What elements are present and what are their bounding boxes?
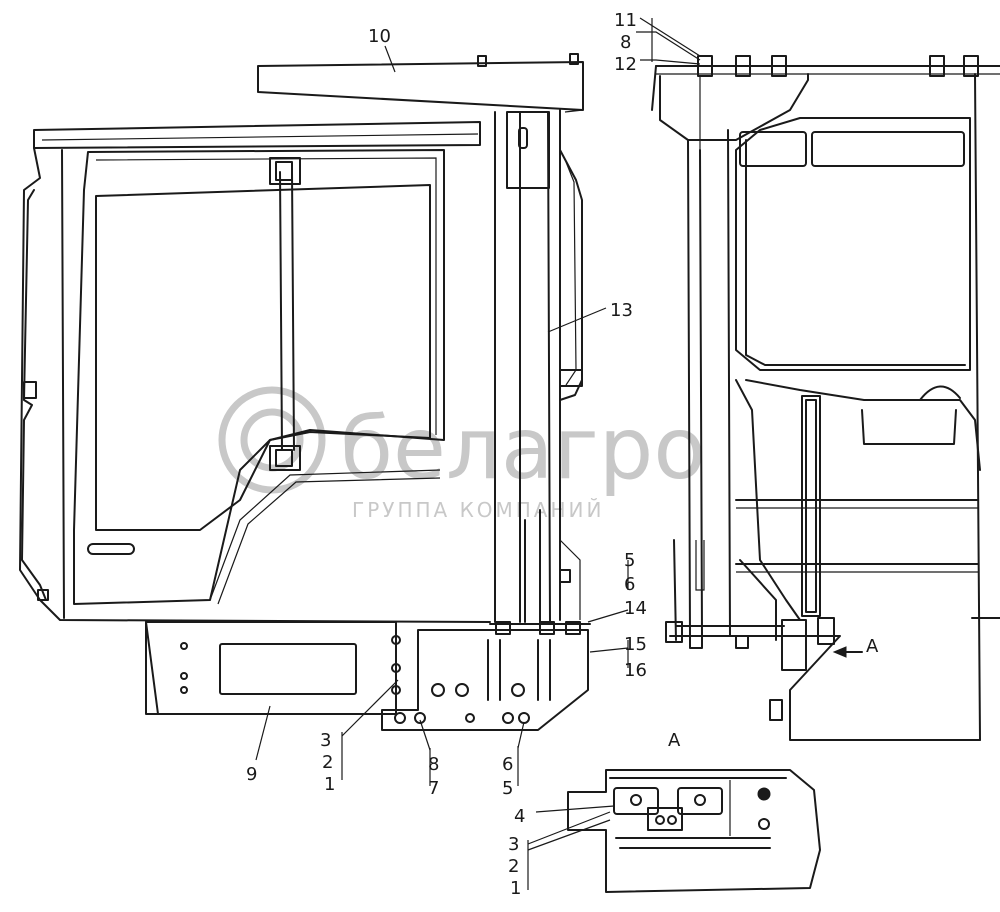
rear-dome (919, 385, 961, 401)
lower-hinge (269, 445, 301, 471)
view-a-bracket-left (613, 787, 659, 815)
callout-13: 13 (610, 300, 633, 321)
view-a-bolt-head (757, 787, 771, 801)
callout-7: 7 (428, 778, 439, 799)
pillar-top-block (506, 111, 550, 189)
base-panel-window (219, 643, 357, 695)
door-frame (73, 149, 445, 605)
callout-11: 11 (614, 10, 637, 31)
roof-panel (257, 61, 584, 111)
roof-support-bracket (659, 73, 809, 141)
rear-upper-window (735, 117, 971, 371)
callout-labels: 10 11 8 12 13 5 6 14 15 16 9 3 2 1 8 7 6… (246, 10, 879, 899)
callout-8-top: 8 (620, 32, 631, 53)
mount-plate-holes (394, 683, 530, 724)
rear-mount-bolts (665, 617, 835, 721)
callout-8-bottom: 8 (428, 754, 439, 775)
callout-1-view: 1 (510, 878, 521, 899)
left-mirror-bracket (21, 189, 47, 601)
callout-6-right: 6 (624, 574, 635, 595)
callout-4-view: 4 (514, 806, 525, 827)
callout-10: 10 (368, 26, 391, 47)
watermark-tagline: ГРУППА КОМПАНИЙ (352, 498, 604, 522)
lower-base-panel (145, 621, 397, 715)
cab-rear-view (651, 55, 1000, 741)
vertical-pipe (801, 395, 821, 617)
rear-lower-body (735, 379, 801, 621)
watermark-brand: белагро (340, 399, 706, 499)
callout-14: 14 (624, 598, 647, 619)
callout-1-left: 1 (324, 774, 335, 795)
roof-bolts (477, 53, 579, 67)
callout-2-left: 2 (322, 752, 333, 773)
upper-hinge (269, 157, 301, 185)
callout-3-left: 3 (320, 730, 331, 751)
cab-roof (33, 121, 481, 149)
callout-6-bottom: 6 (502, 754, 513, 775)
callout-5-bottom: 5 (502, 778, 513, 799)
view-a-bracket-right (677, 787, 723, 815)
base-panel-holes (180, 635, 401, 695)
callout-16: 16 (624, 660, 647, 681)
rear-roof-bolts (697, 55, 979, 77)
callout-2-view: 2 (508, 856, 519, 877)
callout-9: 9 (246, 764, 257, 785)
central-pillar (494, 111, 551, 623)
callout-12: 12 (614, 54, 637, 75)
rear-lower-mount (669, 635, 981, 741)
rear-pillar-outline (559, 149, 583, 401)
view-a-detail (567, 769, 821, 893)
cab-body-outline (19, 147, 491, 623)
callout-5-right: 5 (624, 550, 635, 571)
door-handle (87, 543, 135, 555)
callout-15: 15 (624, 634, 647, 655)
view-a-title: А (668, 730, 681, 751)
view-a-outline (567, 769, 821, 893)
mount-plate (381, 629, 589, 731)
rear-step-box (861, 409, 957, 445)
arrow-a-label: А (866, 636, 879, 657)
callout-3-view: 3 (508, 834, 519, 855)
leader-lines (255, 17, 701, 890)
mount-bolts (495, 621, 581, 635)
arrow-a-head (832, 646, 847, 658)
door-window (95, 184, 431, 531)
cab-side-view (19, 53, 591, 731)
